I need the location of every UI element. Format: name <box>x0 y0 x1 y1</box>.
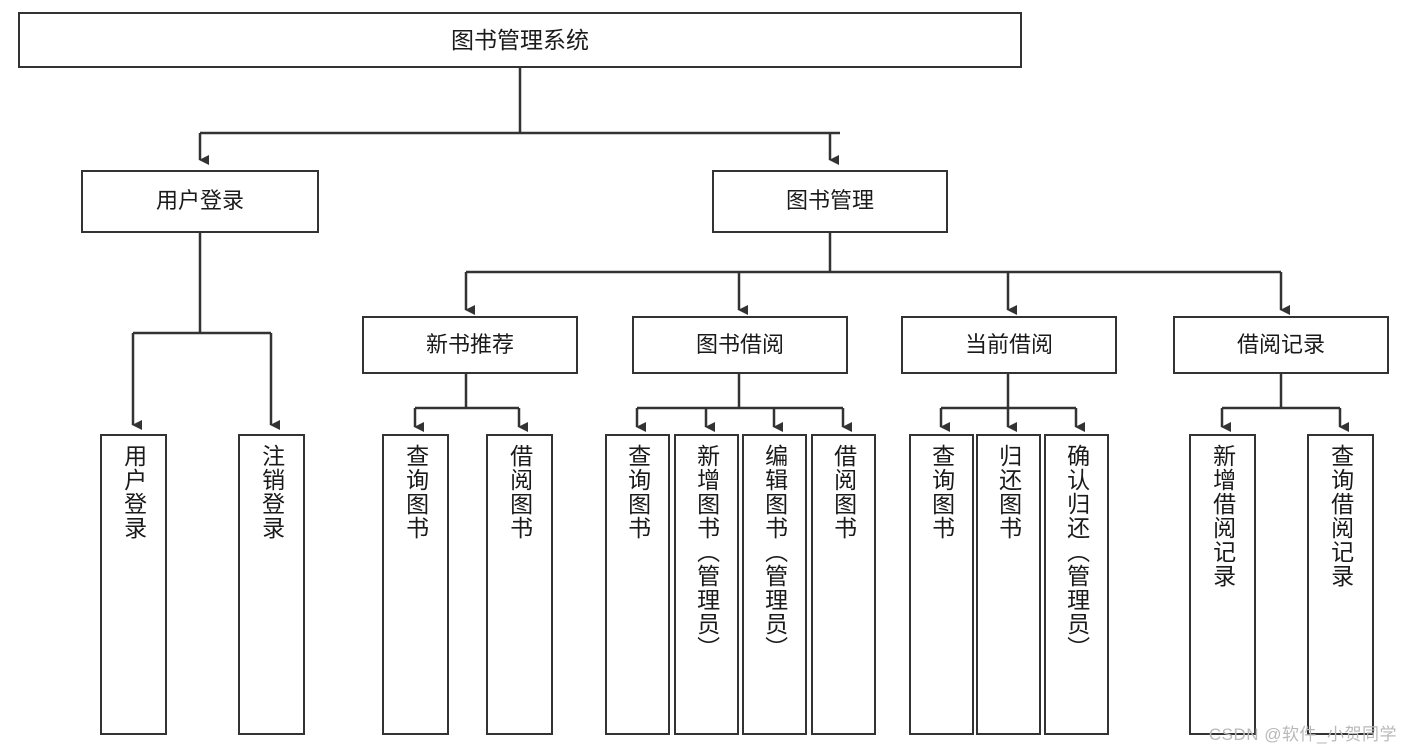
node-label: 借阅图书 <box>830 444 857 540</box>
node-new-book-recommend[interactable]: 新书推荐 <box>362 316 578 374</box>
leaf-cb-return-book[interactable]: 归还图书 <box>976 434 1041 735</box>
node-label: 查询图书 <box>928 444 955 540</box>
leaf-bb-query-book[interactable]: 查询图书 <box>605 434 670 735</box>
node-label: 用户登录 <box>155 188 244 214</box>
node-label: 编辑图书（管理员） <box>761 444 788 660</box>
node-label: 查询图书 <box>624 444 651 540</box>
node-label: 借阅记录 <box>1236 331 1325 357</box>
node-label: 图书管理 <box>785 188 874 214</box>
leaf-cb-confirm-return-admin[interactable]: 确认归还（管理员） <box>1044 434 1109 735</box>
leaf-user-login[interactable]: 用户登录 <box>100 434 167 735</box>
leaf-bb-edit-book-admin[interactable]: 编辑图书（管理员） <box>742 434 807 735</box>
leaf-nb-query-book[interactable]: 查询图书 <box>382 434 449 735</box>
node-root-system[interactable]: 图书管理系统 <box>18 12 1022 68</box>
node-borrow-record[interactable]: 借阅记录 <box>1173 316 1389 374</box>
leaf-logout[interactable]: 注销登录 <box>238 434 305 735</box>
node-label: 查询借阅记录 <box>1327 444 1354 588</box>
leaf-bb-borrow-book[interactable]: 借阅图书 <box>811 434 876 735</box>
node-label: 注销登录 <box>258 444 285 540</box>
node-label: 用户登录 <box>120 444 147 540</box>
leaf-br-query-record[interactable]: 查询借阅记录 <box>1307 434 1374 735</box>
node-user-login[interactable]: 用户登录 <box>81 170 319 233</box>
node-label: 新增借阅记录 <box>1209 444 1236 588</box>
node-label: 图书管理系统 <box>451 26 589 53</box>
node-label: 新书推荐 <box>425 331 514 357</box>
watermark: CSDN @软件_小贺同学 <box>1208 725 1397 744</box>
node-book-management[interactable]: 图书管理 <box>712 170 948 233</box>
node-current-borrow[interactable]: 当前借阅 <box>901 316 1117 374</box>
node-label: 图书借阅 <box>695 331 784 357</box>
node-label: 查询图书 <box>402 444 429 540</box>
node-book-borrow[interactable]: 图书借阅 <box>632 316 848 374</box>
leaf-cb-query-book[interactable]: 查询图书 <box>909 434 974 735</box>
leaf-br-add-record[interactable]: 新增借阅记录 <box>1189 434 1256 735</box>
node-label: 当前借阅 <box>964 331 1053 357</box>
node-label: 确认归还（管理员） <box>1063 444 1090 660</box>
leaf-bb-add-book-admin[interactable]: 新增图书（管理员） <box>674 434 739 735</box>
node-label: 归还图书 <box>995 444 1022 540</box>
leaf-nb-borrow-book[interactable]: 借阅图书 <box>486 434 553 735</box>
node-label: 新增图书（管理员） <box>693 444 720 660</box>
node-label: 借阅图书 <box>506 444 533 540</box>
